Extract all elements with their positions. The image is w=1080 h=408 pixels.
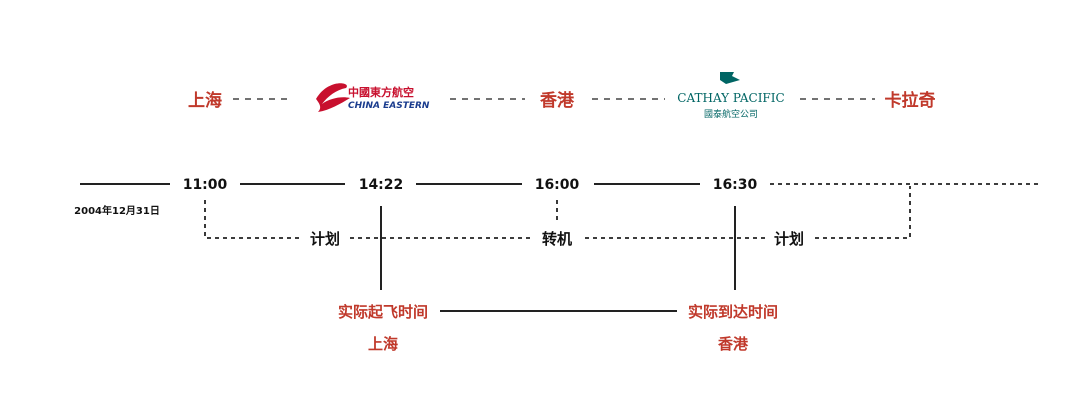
plan-path-left xyxy=(204,200,300,239)
route-destination-city: 卡拉奇 xyxy=(885,90,936,111)
time-label-2: 14:22 xyxy=(359,177,404,193)
actual-arrival-city: 香港 xyxy=(718,335,749,353)
date-label: 2004年12月31日 xyxy=(74,204,160,217)
actual-arrival-label: 实际到达时间 xyxy=(688,303,778,321)
cathay-name-cn: 國泰航空公司 xyxy=(704,108,758,120)
route-transit-city: 香港 xyxy=(540,90,575,111)
china-eastern-logo: 中國東方航空 CHINA EASTERN xyxy=(316,83,430,112)
transfer-label: 转机 xyxy=(542,230,572,248)
actual-departure-city: 上海 xyxy=(368,335,398,353)
time-label-3: 16:00 xyxy=(535,177,580,193)
china-eastern-name-en: CHINA EASTERN xyxy=(348,101,430,111)
plan-label-1: 计划 xyxy=(310,230,340,248)
plan-path-right xyxy=(815,186,911,239)
cathay-name-en: CATHAY PACIFIC xyxy=(677,91,784,105)
china-eastern-name-cn: 中國東方航空 xyxy=(348,85,414,99)
swallow-icon xyxy=(316,83,350,112)
time-label-1: 11:00 xyxy=(183,177,228,193)
route-origin-city: 上海 xyxy=(188,90,222,111)
brushwing-icon xyxy=(720,72,740,84)
plan-label-2: 计划 xyxy=(774,230,804,248)
time-label-4: 16:30 xyxy=(713,177,758,193)
cathay-pacific-logo: CATHAY PACIFIC 國泰航空公司 xyxy=(677,72,785,120)
actual-departure-label: 实际起飞时间 xyxy=(338,303,428,321)
